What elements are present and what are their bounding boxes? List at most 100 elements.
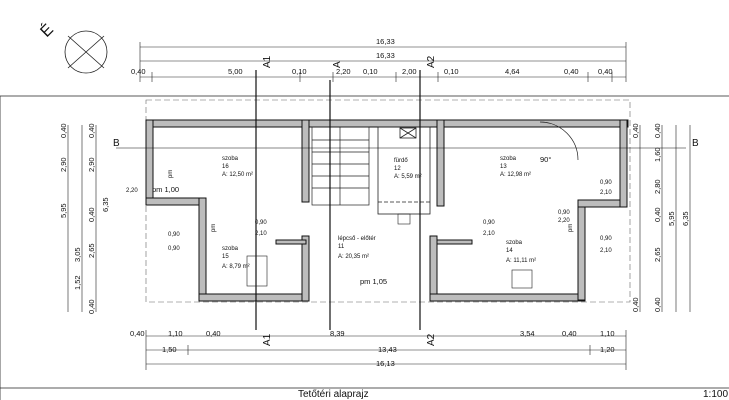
dim-left-outer-5: 0,40	[87, 299, 96, 314]
dim-top-chain-6: 0,10	[444, 67, 459, 76]
dimension-lines	[67, 42, 691, 370]
pm-left: pm 1,00	[152, 185, 179, 194]
section-mark-b-right: B	[692, 138, 699, 149]
room-11: lépcső - előtér 11 A: 20,35 m²	[338, 236, 376, 260]
opening-dims: 0,90 2,10 0,90 2,10 0,90 2,10 0,90 2,10 …	[126, 180, 612, 254]
dim-top-chain-3: 2,20	[336, 67, 351, 76]
dim-left-outer-2: 5,95	[59, 203, 68, 218]
dim-bottom-chain-1: 1,10	[168, 329, 183, 338]
room-name: szoba	[506, 240, 523, 246]
section-mark-b-left: B	[113, 138, 120, 149]
section-lines	[116, 70, 686, 330]
opening-dim: 2,20	[126, 188, 138, 194]
dim-left-inner-3: 0,40	[87, 207, 96, 222]
opening-dim: 0,90	[600, 180, 612, 186]
room-number: 15	[222, 254, 229, 260]
frame	[0, 95, 729, 400]
door-swing	[539, 121, 579, 161]
section-mark-a2-bottom: A2	[426, 333, 437, 346]
staircase	[311, 126, 370, 206]
section-mark-a2-top: A2	[426, 55, 437, 68]
dim-bottom-mid-1: 13,43	[378, 345, 397, 354]
room-name: szoba	[222, 246, 239, 252]
dim-left-inner-2: 6,35	[101, 197, 110, 212]
dim-left-outer-4: 1,52	[73, 275, 82, 290]
dim-top-chain-2: 0,10	[292, 67, 307, 76]
opening-dim: 2,10	[600, 190, 612, 196]
pm-small-0: pm	[168, 170, 174, 178]
drawing-scale: 1:100	[703, 389, 728, 400]
room-13: szoba 13 A: 12,98 m²	[500, 156, 531, 178]
dim-right-inner-3: 0,40	[653, 207, 662, 222]
dim-top-chain-7: 4,64	[505, 67, 520, 76]
dim-left-inner-1: 2,90	[87, 157, 96, 172]
opening-dim: 2,20	[558, 218, 570, 224]
dim-top-total-2: 16,33	[376, 51, 395, 60]
dim-bottom-total: 16,13	[376, 359, 395, 368]
pm-small-2: pm	[568, 224, 574, 232]
dim-left-outer-1: 2,90	[59, 157, 68, 172]
dim-bottom-mid-0: 1,50	[162, 345, 177, 354]
dim-right-inner-5: 0,40	[653, 297, 662, 312]
walls	[145, 119, 629, 302]
room-number: 12	[394, 166, 401, 172]
opening-dim: 2,10	[255, 231, 267, 237]
opening-dim: 0,90	[600, 236, 612, 242]
room-area: A: 5,59 m²	[394, 174, 422, 180]
room-name: fürdő	[394, 158, 408, 164]
dim-right-inner-0: 0,40	[653, 123, 662, 138]
right-dims: 0,40 1,60 2,80 0,40 2,65 0,40 0,40 5,95 …	[631, 123, 690, 312]
dim-right-inner-2: 2,80	[653, 179, 662, 194]
room-14: szoba 14 A: 11,11 m²	[506, 240, 536, 264]
room-name: lépcső - előtér	[338, 236, 376, 242]
room-number: 16	[222, 164, 229, 170]
drawing-title: Tetőtéri alaprajz	[298, 389, 369, 400]
dim-right-outer-1: 5,95	[667, 211, 676, 226]
dim-bottom-mid-2: 1,20	[600, 345, 615, 354]
dim-bottom-chain-6: 1,10	[600, 329, 615, 338]
dim-bottom-chain-0: 0,40	[130, 329, 145, 338]
dim-right-inner-1: 1,60	[653, 147, 662, 162]
room-number: 13	[500, 164, 507, 170]
north-arrow-icon	[64, 30, 108, 74]
dim-bottom-chain-5: 0,40	[562, 329, 577, 338]
dim-top-chain-9: 0,40	[598, 67, 613, 76]
opening-dim: 2,10	[600, 248, 612, 254]
opening-dim: 0,90	[483, 220, 495, 226]
dim-top-total-1: 16,33	[376, 37, 395, 46]
dim-top-chain-5: 2,00	[402, 67, 417, 76]
dim-right-outer-0: 0,40	[631, 123, 640, 138]
room-number: 14	[506, 248, 513, 254]
dim-left-inner-4: 2,65	[87, 243, 96, 258]
section-mark-a1-bottom: A1	[262, 333, 273, 346]
dim-top-chain-0: 0,40	[131, 67, 146, 76]
opening-dim: 0,90	[255, 220, 267, 226]
small-elements	[246, 213, 533, 289]
opening-dim: 0,90	[168, 246, 180, 252]
opening-dim: 0,90	[558, 210, 570, 216]
opening-dim: 2,10	[483, 231, 495, 237]
room-area: A: 11,11 m²	[506, 258, 536, 264]
dim-right-inner-4: 2,65	[653, 247, 662, 262]
pm-small-1: pm	[211, 224, 217, 232]
north-label: É	[36, 20, 57, 41]
dim-right-outer-2: 6,35	[681, 211, 690, 226]
section-mark-a-top: A	[332, 61, 343, 68]
dim-bottom-chain-3: 8,39	[330, 329, 345, 338]
room-15: szoba 15 A: 8,79 m²	[222, 246, 250, 270]
room-12: fürdő 12 A: 5,59 m²	[394, 158, 422, 180]
pm-main: pm 1,05	[360, 277, 387, 286]
dim-bottom-chain-4: 3,54	[520, 329, 535, 338]
dim-top-chain-4: 0,10	[363, 67, 378, 76]
room-name: szoba	[500, 156, 517, 162]
room-area: A: 20,35 m²	[338, 254, 369, 260]
dim-left-outer-3: 3,05	[73, 247, 82, 262]
room-area: A: 12,50 m²	[222, 172, 253, 178]
opening-dim: 0,90	[168, 232, 180, 238]
angle-label: 90°	[540, 155, 551, 164]
roof-outline	[145, 99, 631, 303]
room-name: szoba	[222, 156, 239, 162]
left-dims: 0,40 2,90 5,95 3,05 1,52 0,40 0,40 2,90 …	[59, 123, 110, 314]
room-16: szoba 16 A: 12,50 m²	[222, 156, 253, 178]
